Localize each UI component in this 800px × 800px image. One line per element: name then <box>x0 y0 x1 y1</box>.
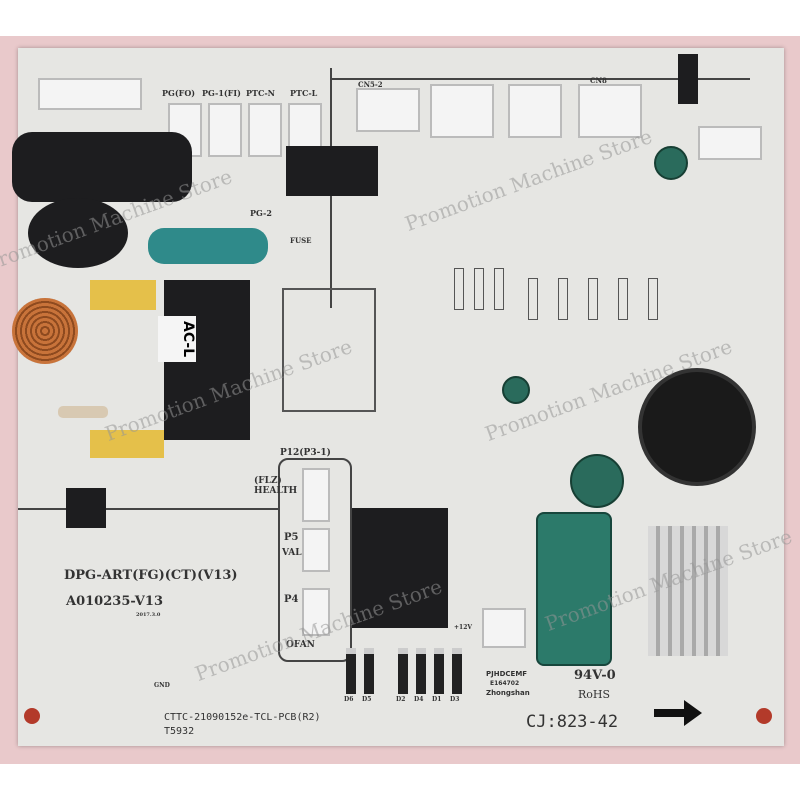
inductor-footprint <box>282 288 376 412</box>
resistor <box>494 268 504 310</box>
resistor <box>648 278 658 320</box>
connector <box>482 608 526 648</box>
connector <box>508 84 562 138</box>
connector-cn8 <box>578 84 642 138</box>
label-cn8: CN8 <box>590 76 607 85</box>
port-outline <box>278 458 352 662</box>
board-model: DPG-ART(FG)(CT)(V13) <box>64 568 238 583</box>
resistor <box>588 278 598 320</box>
label-d5: D5 <box>362 696 372 703</box>
lot-code: T5932 <box>164 726 195 737</box>
label-gnd: GND <box>154 682 170 689</box>
capacitor <box>654 146 688 180</box>
diode <box>364 648 374 694</box>
buzzer <box>638 368 756 486</box>
label-d4: D4 <box>414 696 424 703</box>
label-p4: P4 <box>284 594 299 605</box>
label-d6: D6 <box>344 696 354 703</box>
label-val: VAL <box>282 548 302 558</box>
label-pg2: PG-2 <box>250 208 272 218</box>
label-cn5: CN5-2 <box>358 80 383 89</box>
label-d1: D1 <box>432 696 442 703</box>
watermark: Promotion Machine Store <box>401 124 656 236</box>
label-ptc-n: PTC-N <box>246 88 275 98</box>
resistor <box>618 278 628 320</box>
diode <box>434 648 444 694</box>
resistor <box>58 406 108 418</box>
cttc-code: CTTC-21090152e-TCL-PCB(R2) <box>164 712 321 723</box>
relay-main <box>352 508 448 628</box>
connector-cn5 <box>356 88 420 132</box>
label-fuse: FUSE <box>290 236 312 245</box>
resistor <box>474 268 484 310</box>
diode <box>398 648 408 694</box>
connector-health <box>302 468 330 522</box>
label-ofan: OFAN <box>286 640 315 650</box>
x-capacitor <box>90 280 156 310</box>
label-pg1: PG-1(FI) <box>202 88 241 98</box>
relay <box>286 146 378 196</box>
rohs-mark: RoHS <box>578 688 611 701</box>
ac-l-label: AC-L <box>158 316 196 362</box>
ic-chip <box>66 488 106 528</box>
capacitor <box>570 454 624 508</box>
mount-hole <box>756 708 772 724</box>
diode <box>346 648 356 694</box>
maker-code: PJHDCEMF <box>486 670 528 678</box>
mount-hole <box>24 708 40 724</box>
diode <box>452 648 462 694</box>
maker-city: Zhongshan <box>486 689 530 697</box>
resistor <box>454 268 464 310</box>
power-cord-plug <box>12 132 192 202</box>
serial-number: CJ:823-42 <box>526 712 619 732</box>
capacitor <box>502 376 530 404</box>
label-health: (FLZ) HEALTH <box>254 476 298 496</box>
ul-mark: 94V-0 <box>574 668 616 683</box>
silk-divider <box>18 508 278 510</box>
heatsink <box>648 526 728 656</box>
resistor <box>528 278 538 320</box>
label-ptc-l: PTC-L <box>290 88 318 98</box>
fuse <box>148 228 268 264</box>
inductor-coil <box>12 298 78 364</box>
connector-p4 <box>302 588 330 636</box>
diode <box>416 648 426 694</box>
resistor <box>558 278 568 320</box>
label-12v: +12V <box>454 624 473 631</box>
electrolytic-capacitor <box>536 512 612 666</box>
connector <box>38 78 142 110</box>
connector-pg1 <box>208 103 242 157</box>
connector-p5 <box>302 528 330 572</box>
part-number: A010235-V13 <box>66 594 163 609</box>
label-d2: D2 <box>396 696 406 703</box>
label-pg-fo: PG(FO) <box>162 88 196 98</box>
tact-switch <box>678 54 698 104</box>
date-code: 2017.3.0 <box>136 612 161 618</box>
connector <box>698 126 762 160</box>
silk-divider <box>330 78 750 80</box>
label-p12: P12(P3-1) <box>280 448 331 458</box>
varistor <box>28 198 128 268</box>
connector <box>430 84 494 138</box>
maker-id: E164702 <box>490 680 520 687</box>
connector-ptc-n <box>248 103 282 157</box>
label-d3: D3 <box>450 696 460 703</box>
x-capacitor <box>90 430 164 458</box>
arrow-right-icon <box>654 700 702 726</box>
pcb-board: AC-L PG(FO) PG-1(FI) PTC-N PTC-L CN5-2 C… <box>0 48 795 746</box>
label-p5: P5 <box>284 532 299 543</box>
